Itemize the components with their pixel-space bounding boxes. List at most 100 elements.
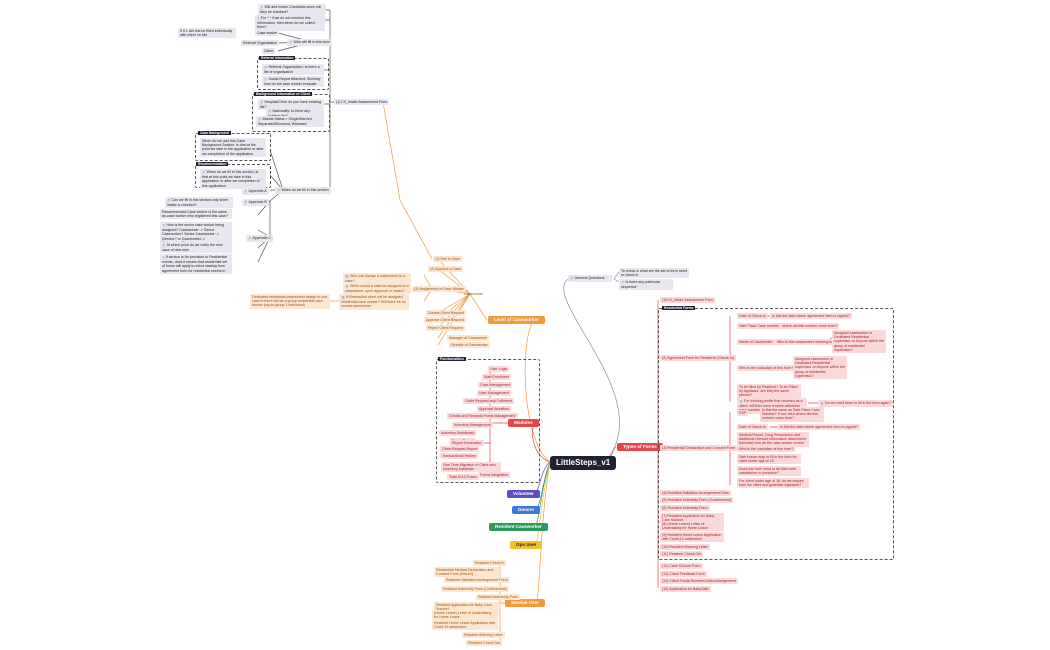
service-user-node[interactable]: Service User <box>505 599 545 607</box>
case-background-text: When do we add this Case Background Sect… <box>200 138 266 157</box>
declaration-consent-form[interactable]: (3) Residential Declaration and Consent … <box>660 445 738 452</box>
reject-client-request[interactable]: Reject Client Request <box>426 325 465 332</box>
question-icon: ? <box>202 171 206 176</box>
question-icon: ! <box>162 256 165 261</box>
service-user-item[interactable]: Resident Indemnity Form (Confinement) <box>441 586 509 593</box>
resident-caseworker-node[interactable]: Resident Caseworker <box>489 523 548 531</box>
service-user-item[interactable]: Resident Validation Arrangement Form <box>444 577 510 584</box>
approve-case[interactable]: (2) Approve a Case <box>428 266 463 273</box>
module-item[interactable]: Case Management <box>478 382 513 389</box>
question-icon: ? <box>264 78 268 83</box>
question-icon: ? <box>248 237 252 242</box>
director-of-caseworker[interactable]: Director of Caseworker <box>449 342 490 349</box>
client-note: If it 1 will this be filled individually… <box>178 28 236 39</box>
see-in-case[interactable]: (1) See in Case <box>433 256 462 263</box>
when-fill-section: ?When do we fill in this section <box>275 187 331 195</box>
service-user-item[interactable]: Resident Check In <box>473 560 507 567</box>
root-node[interactable]: LittleSteps_v1 <box>550 456 617 470</box>
module-item[interactable]: Order Request and Fulfilment <box>463 398 515 405</box>
form-item[interactable]: (6) Resident Indemnity Form <box>660 505 710 512</box>
date-of-checkin-q: Is this the date where agreement form is… <box>770 313 852 320</box>
assignment-of-caseworker[interactable]: (3) Assignment of Case Worker <box>412 286 466 293</box>
question-icon: ? <box>289 41 293 46</box>
level-of-caseworker-node[interactable]: Level of Caseworker <box>488 316 545 324</box>
question-icon: ? <box>162 244 166 249</box>
form-item[interactable]: (9) Resident Home Leave Application with… <box>660 532 724 543</box>
dsp-question: Is this the same as Safe Place Case Numb… <box>760 407 824 422</box>
donors-client-request[interactable]: Donors Client Request <box>426 310 467 317</box>
question-icon: ? <box>570 277 574 282</box>
service-user-item[interactable]: Resident Home Leave Application with Cov… <box>432 620 498 631</box>
ops-user-node[interactable]: Ops User <box>510 541 543 549</box>
date-of-checkin-2: Date of Check-in <box>737 424 768 431</box>
service-question: !If service is for provision to Resident… <box>160 254 232 274</box>
question-icon: ! <box>257 17 260 22</box>
question-icon: Q <box>820 402 825 407</box>
donors-node[interactable]: Donors <box>512 506 541 514</box>
recommendation-text: ?When do we fill in this section, is tha… <box>200 169 266 189</box>
service-user-item[interactable]: (Home Leave) Letter of Undertaking for H… <box>432 610 498 621</box>
filled-by-question: To be filled by Resident / To be Filled … <box>737 384 801 399</box>
question-icon: ? <box>244 201 248 206</box>
module-item[interactable]: Client Request Report <box>440 446 480 453</box>
intake-form[interactable]: (1) LS_Intake Assessment Form <box>660 297 716 304</box>
edge-general <box>563 278 620 463</box>
question-icon: ? <box>621 281 625 286</box>
service-user-item[interactable]: Resident Indemnity Form <box>476 594 521 601</box>
question-icon: ? <box>260 101 264 106</box>
module-item[interactable]: Approval Workflow <box>477 406 511 413</box>
date-of-checkin: Date of Check-in <box>737 313 768 320</box>
types-of-forms-node[interactable]: Types of Forms <box>617 443 663 451</box>
form-item[interactable]: (8) (Home Leave) Letter of Undertaking f… <box>660 521 724 532</box>
date-of-checkin-2-q: Is this the date where agreement form is… <box>778 424 860 431</box>
form-item[interactable]: (15) Application for BabySafe <box>660 586 711 593</box>
social-report: ?Social Report Attached: Similarly how d… <box>262 76 324 88</box>
report-generation[interactable]: Report Generation <box>450 440 484 447</box>
general-q2: ?Is there any particular sequence <box>619 279 673 291</box>
question-icon: Q <box>739 400 744 405</box>
question-icon: Q <box>341 296 346 301</box>
residential-forms-header: Residential Forms <box>662 306 696 310</box>
module-item[interactable]: User Login <box>488 366 510 373</box>
intake-assessment-form[interactable]: (1) LS_Intake Assessment Form <box>334 99 390 106</box>
form-item[interactable]: (11) Resident Check Out <box>660 551 704 558</box>
module-item[interactable]: One Time Migration of Client and Invento… <box>441 462 501 473</box>
form-item[interactable]: (4) Resident Validation Arrangement Form <box>660 490 732 497</box>
module-item[interactable]: Credits and Rewards Points Management <box>447 413 518 420</box>
under-18-signature: For client under age of 18, do we requir… <box>737 478 809 489</box>
general-questions-node[interactable]: ?General Questions <box>568 275 612 283</box>
residential-forms-box <box>658 308 894 560</box>
question-icon: ? <box>277 189 281 194</box>
forms-integration[interactable]: Forms Integration <box>478 472 511 479</box>
form-item[interactable]: (5) Resident Indemnity Form (Confinement… <box>660 497 734 504</box>
service-user-item[interactable]: Resident Application for Baby Care Suppo… <box>434 602 500 613</box>
approve-client-request[interactable]: Approve Client Request <box>424 317 466 324</box>
prefill-note: !For * * if we do not mention this infor… <box>255 15 325 31</box>
module-item[interactable]: Transactional History <box>440 453 478 460</box>
form-item[interactable]: (12) Case Closure Form <box>660 563 703 570</box>
module-item[interactable]: Total of 13 Forms <box>447 474 479 481</box>
form-item[interactable]: (13) Client Feedback Form <box>660 571 707 578</box>
module-item[interactable]: User Management <box>477 390 511 397</box>
form-item[interactable]: (14) Client Funds Received Acknowledgeme… <box>660 578 738 585</box>
volunteer-node[interactable]: Volunteer <box>507 490 540 498</box>
form-item[interactable]: (10) Resident Warning Letter <box>660 544 711 551</box>
safe-house-map: Safe house map to fill in the form for c… <box>737 454 801 465</box>
modules-node[interactable]: Modules <box>508 419 539 427</box>
agreement-form[interactable]: (2) Agreement Form for Residents (Check-… <box>660 355 736 362</box>
manager-of-caseworker[interactable]: Manager of Caseworker <box>447 335 490 342</box>
question-icon: ? <box>260 6 264 11</box>
marital-question: ?Marital Status = Single/Married, Separa… <box>256 116 324 128</box>
referral-information-header: Referral Information <box>259 56 296 60</box>
module-item[interactable]: Inventory Management <box>452 422 493 429</box>
custodian-options: Assigned caseworker or Dedicated Residen… <box>793 356 847 380</box>
service-user-item[interactable]: Resident Check Out <box>466 640 503 647</box>
edge-service <box>535 461 551 604</box>
service-user-item[interactable]: Residential Medical Declaration and Cons… <box>434 567 500 578</box>
module-item[interactable]: Inventory Dashboard <box>439 430 477 437</box>
service-user-item[interactable]: Resident Warning Letter <box>462 632 505 639</box>
module-item[interactable]: Staff Enrolment <box>482 374 511 381</box>
form-item[interactable]: (7) Resident Application for Baby Care S… <box>660 513 724 524</box>
